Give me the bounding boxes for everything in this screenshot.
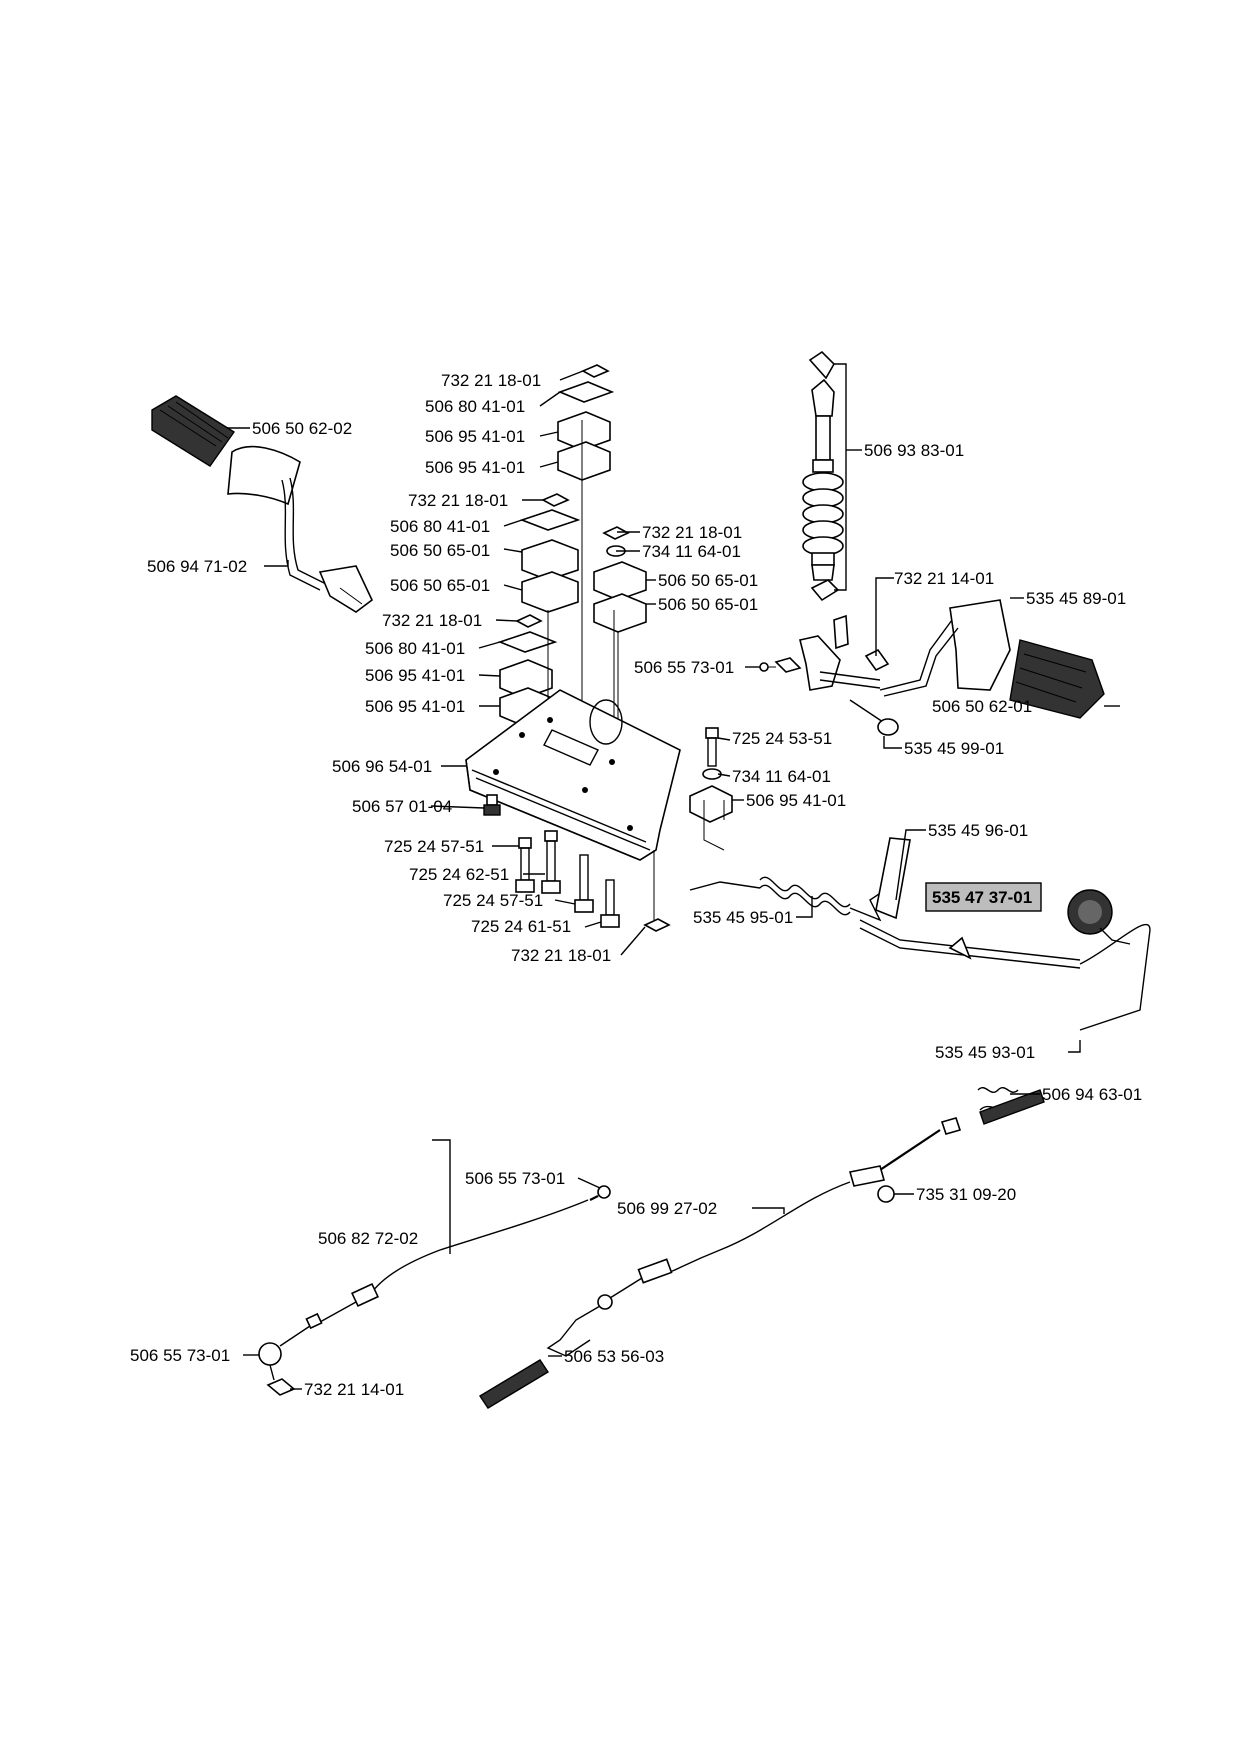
label-washer-right-2: 734 11 64-01 — [732, 767, 831, 786]
mount-stack-drawing — [497, 364, 647, 800]
label-nut-mid: 732 21 18-01 — [408, 491, 508, 510]
label-plate-top: 506 80 41-01 — [425, 397, 525, 416]
label-nut-bottom: 732 21 18-01 — [511, 946, 611, 965]
label-block-low-1: 506 95 41-01 — [365, 666, 465, 685]
label-base-plate: 506 96 54-01 — [332, 757, 432, 776]
label-bolt-right: 725 24 53-51 — [732, 729, 832, 748]
leader-lines — [227, 363, 1120, 1390]
label-screw-left: 506 57 01-04 — [352, 797, 452, 816]
label-pedal-right: 535 45 89-01 — [1026, 589, 1126, 608]
base-plate-drawing — [465, 689, 681, 861]
label-block-right-3: 506 95 41-01 — [746, 791, 846, 810]
label-clip: 735 31 09-20 — [916, 1185, 1016, 1204]
left-pedal-drawing — [151, 395, 374, 613]
label-screw-pedal: 506 55 73-01 — [634, 658, 734, 677]
label-bolt-1: 725 24 57-51 — [384, 837, 484, 856]
label-knob-highlight: 535 47 37-01 — [932, 888, 1032, 907]
label-nut-top: 732 21 18-01 — [441, 371, 541, 390]
label-bolt-4: 725 24 61-51 — [471, 917, 571, 936]
label-block-top-2: 506 95 41-01 — [425, 458, 525, 477]
label-bushing: 535 45 99-01 — [904, 739, 1004, 758]
right-bolt-block-drawing — [689, 727, 733, 851]
label-shock-absorber: 506 93 83-01 — [864, 441, 964, 460]
label-block-mid-1: 506 50 65-01 — [390, 541, 490, 560]
label-pedal-pad-right: 506 50 62-01 — [932, 697, 1032, 716]
label-rod: 535 45 93-01 — [935, 1043, 1035, 1062]
label-bracket: 535 45 96-01 — [928, 821, 1028, 840]
label-spring-small: 506 94 63-01 — [1042, 1085, 1142, 1104]
label-nut-right: 732 21 18-01 — [642, 523, 742, 542]
label-ball-joint-bottom: 506 55 73-01 — [130, 1346, 230, 1365]
cables-drawing — [258, 1087, 1045, 1409]
label-plate-low: 506 80 41-01 — [365, 639, 465, 658]
label-nut-pedal: 732 21 14-01 — [894, 569, 994, 588]
label-cable-right: 506 99 27-02 — [617, 1199, 717, 1218]
label-block-top-1: 506 95 41-01 — [425, 427, 525, 446]
bolts-drawing — [483, 794, 671, 932]
label-plate-mid: 506 80 41-01 — [390, 517, 490, 536]
highlighted-part-number[interactable]: 535 47 37-01 — [925, 882, 1042, 912]
label-spring-long: 506 53 56-03 — [564, 1347, 664, 1366]
label-pedal-pad-left: 506 50 62-02 — [252, 419, 352, 438]
shock-absorber-drawing — [802, 350, 844, 602]
label-bolt-2: 725 24 62-51 — [409, 865, 509, 884]
part-number-labels: 732 21 18-01 506 80 41-01 506 95 41-01 5… — [130, 371, 1142, 1399]
label-washer-right: 734 11 64-01 — [642, 542, 741, 561]
label-block-low-2: 506 95 41-01 — [365, 697, 465, 716]
label-spring: 535 45 95-01 — [693, 908, 793, 927]
label-block-right-2: 506 50 65-01 — [658, 595, 758, 614]
label-block-right-1: 506 50 65-01 — [658, 571, 758, 590]
label-nut-cable: 732 21 14-01 — [304, 1380, 404, 1399]
label-nut-low: 732 21 18-01 — [382, 611, 482, 630]
spring-rod-drawing — [689, 837, 1151, 1031]
label-cable-left: 506 82 72-02 — [318, 1229, 418, 1248]
right-pedal-drawing — [759, 599, 1105, 736]
label-ball-joint-top: 506 55 73-01 — [465, 1169, 565, 1188]
label-block-mid-2: 506 50 65-01 — [390, 576, 490, 595]
label-pedal-arm-left: 506 94 71-02 — [147, 557, 247, 576]
label-bolt-3: 725 24 57-51 — [443, 891, 543, 910]
